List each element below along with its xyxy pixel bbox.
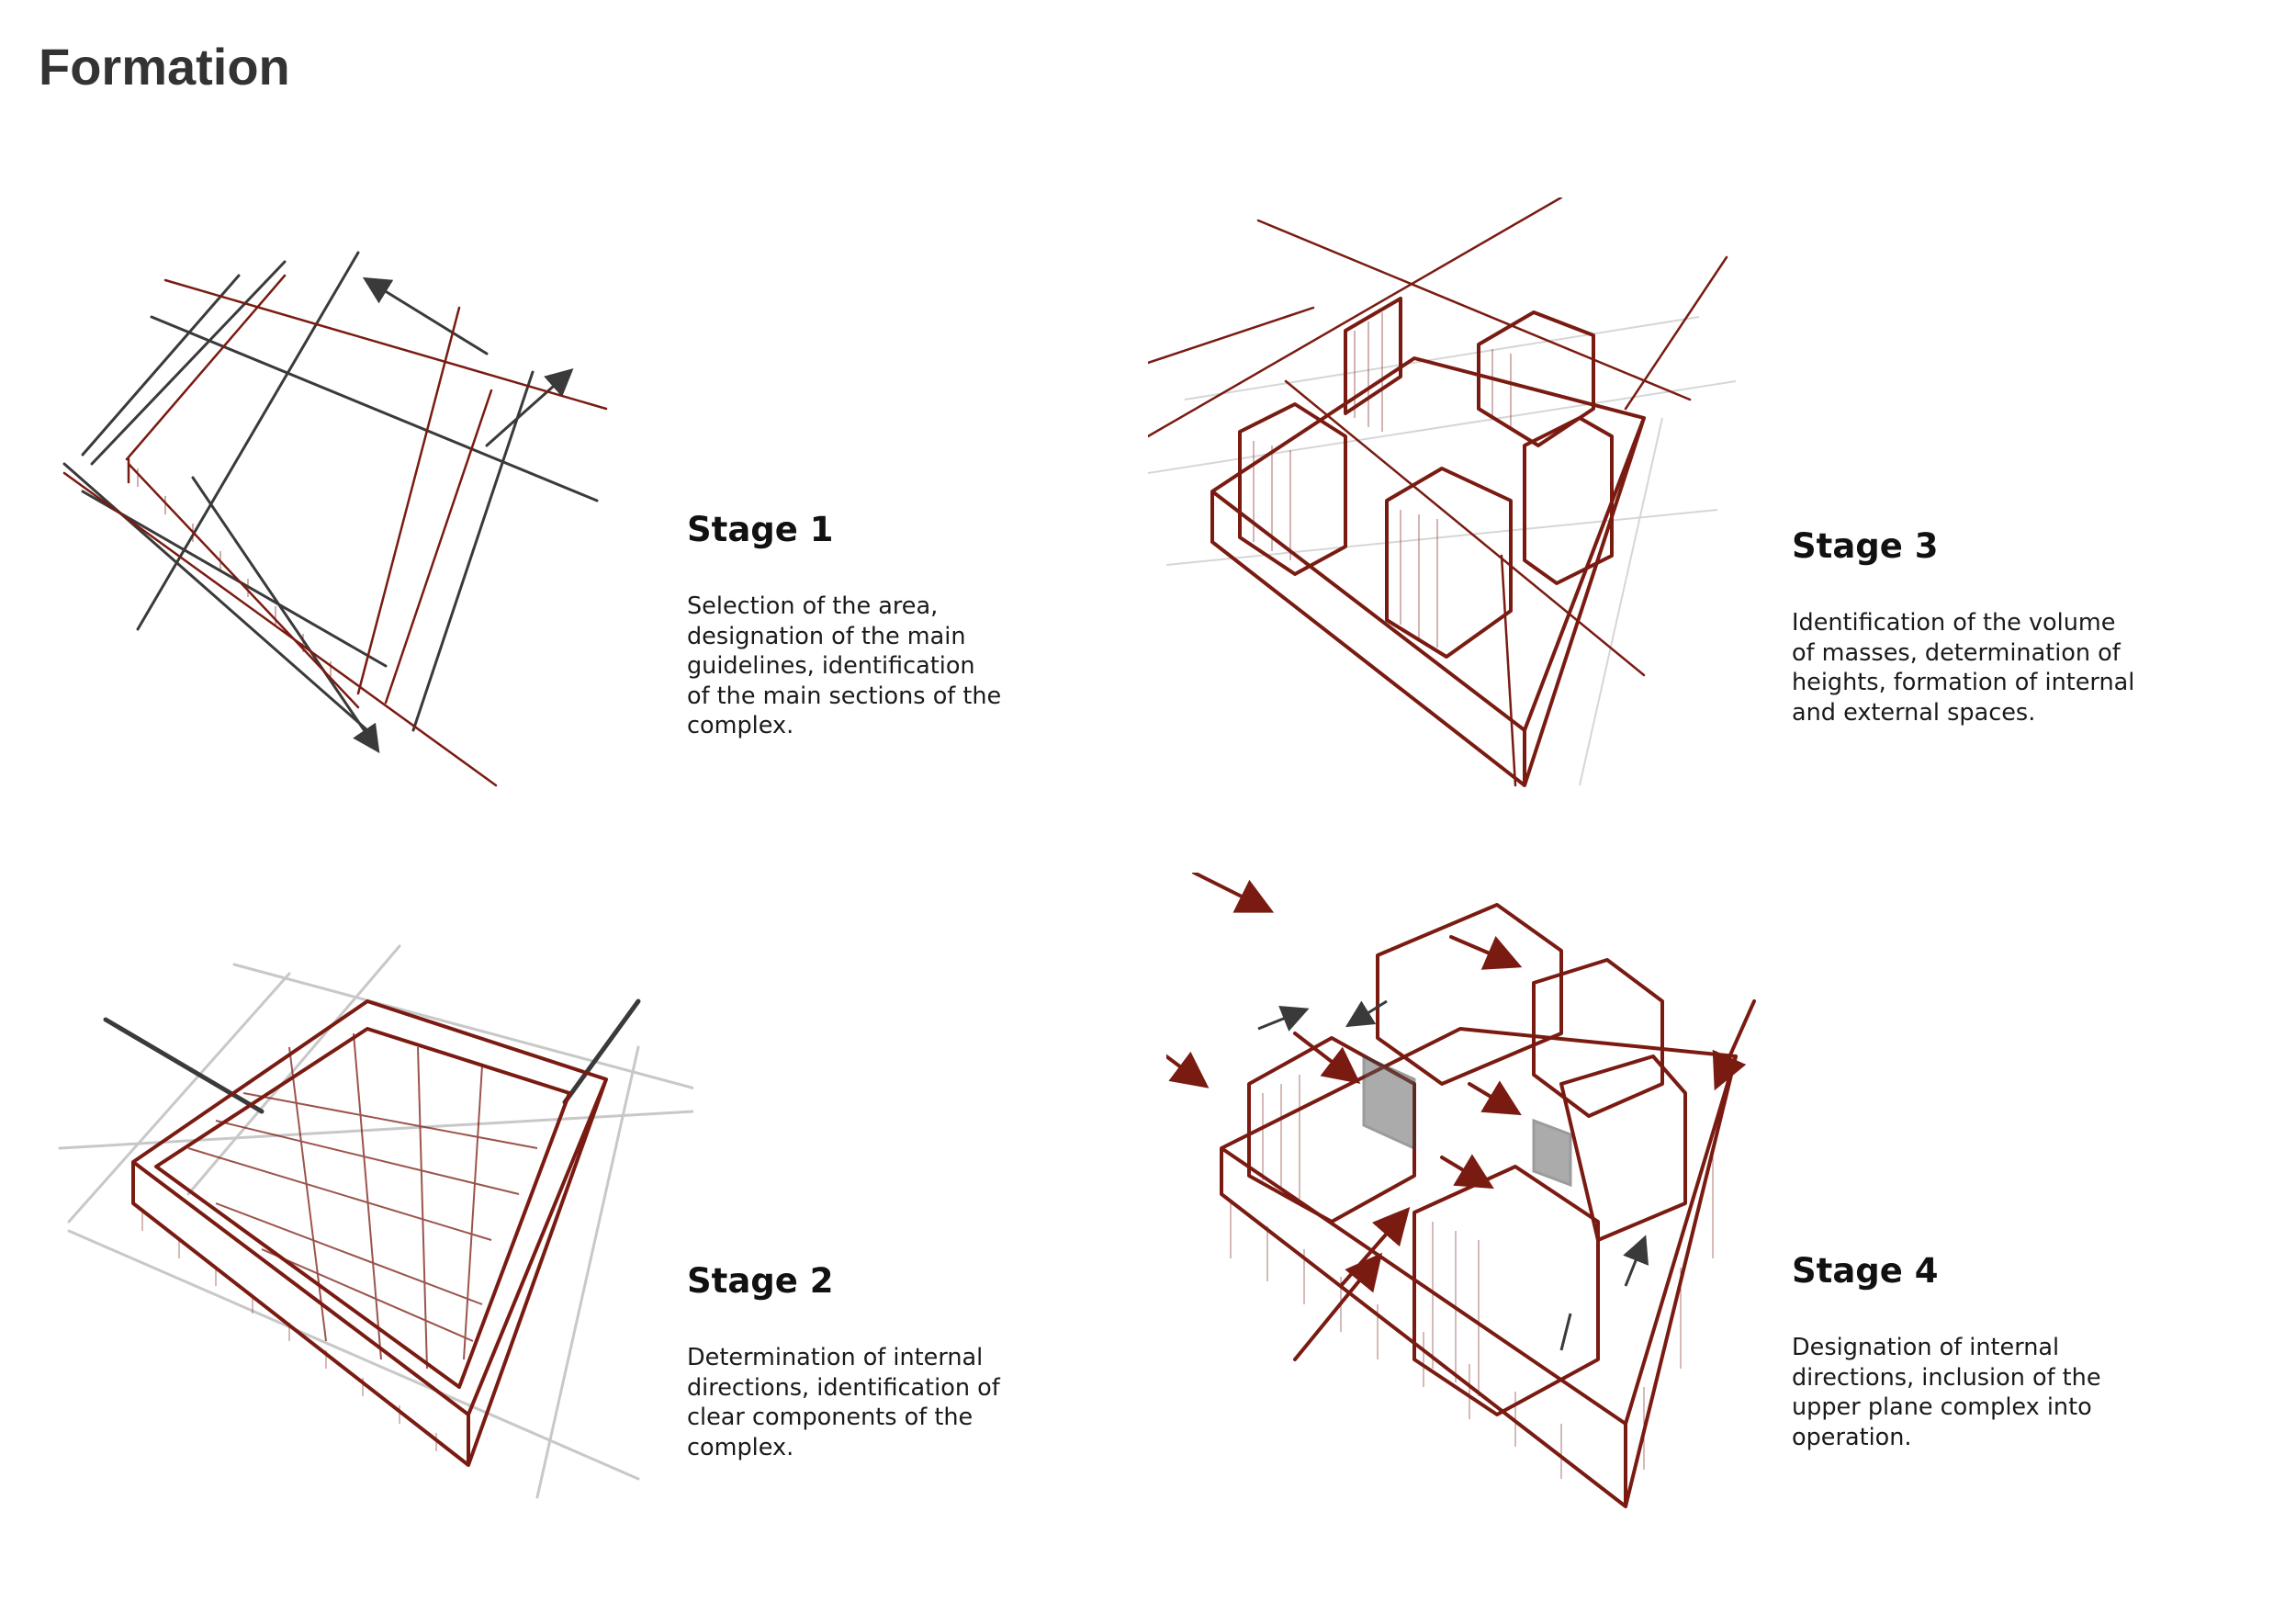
- stage-1-line-3: guidelines, identification: [687, 652, 975, 680]
- stage-1-sketch: [55, 234, 643, 795]
- stage-4-description: Designation of internal directions, incl…: [1792, 1333, 2178, 1452]
- stage-1-text: Stage 1 Selection of the area, designati…: [687, 510, 1073, 741]
- stage-3-description: Identification of the volume of masses, …: [1792, 608, 2178, 727]
- stage-3-text: Stage 3 Identification of the volume of …: [1792, 526, 2178, 727]
- stage-1-line-5: complex.: [687, 712, 794, 739]
- stage-1-line-4: of the main sections of the: [687, 682, 1002, 710]
- stage-2-line-3: clear components of the: [687, 1404, 974, 1431]
- stage-2-sketch: [51, 928, 693, 1516]
- stage-2-line-1: Determination of internal: [687, 1344, 984, 1371]
- stage-1-description: Selection of the area, designation of th…: [687, 592, 1073, 741]
- stage-2-line-4: complex.: [687, 1433, 794, 1461]
- stage-2-description: Determination of internal directions, id…: [687, 1343, 1073, 1462]
- stage-2-text: Stage 2 Determination of internal direct…: [687, 1261, 1073, 1462]
- stage-3-line-4: and external spaces.: [1792, 698, 2036, 727]
- stage-4-text: Stage 4 Designation of internal directio…: [1792, 1251, 2178, 1452]
- stage-2-title: Stage 2: [687, 1261, 834, 1301]
- page-title: Formation: [39, 38, 290, 96]
- stage-3-title: Stage 3: [1792, 526, 1939, 566]
- stage-2-line-2: directions, identification of: [687, 1373, 1000, 1402]
- stage-4-line-3: upper plane complex into: [1792, 1393, 2092, 1421]
- stage-4-title: Stage 4: [1792, 1251, 1939, 1291]
- stage-4-line-1: Designation of internal: [1792, 1334, 2060, 1361]
- stage-3-line-1: Identification of the volume: [1792, 609, 2116, 637]
- stage-4-drawing: [1166, 873, 1756, 1508]
- stage-1-title: Stage 1: [687, 510, 834, 549]
- stage-3-sketch: [1148, 197, 1736, 795]
- stage-4-sketch: [1166, 873, 1763, 1516]
- stage-3-drawing: [1148, 197, 1736, 787]
- stage-3-line-3: heights, formation of internal: [1792, 669, 2135, 696]
- stage-1-drawing: [62, 251, 608, 787]
- stage-1-line-2: designation of the main: [687, 622, 966, 650]
- stage-4-line-4: operation.: [1792, 1423, 1912, 1451]
- stage-1-line-1: Selection of the area,: [687, 592, 939, 620]
- stage-3-line-2: of masses, determination of: [1792, 638, 2121, 667]
- stage-4-line-2: directions, inclusion of the: [1792, 1363, 2101, 1392]
- stage-2-drawing: [58, 944, 693, 1499]
